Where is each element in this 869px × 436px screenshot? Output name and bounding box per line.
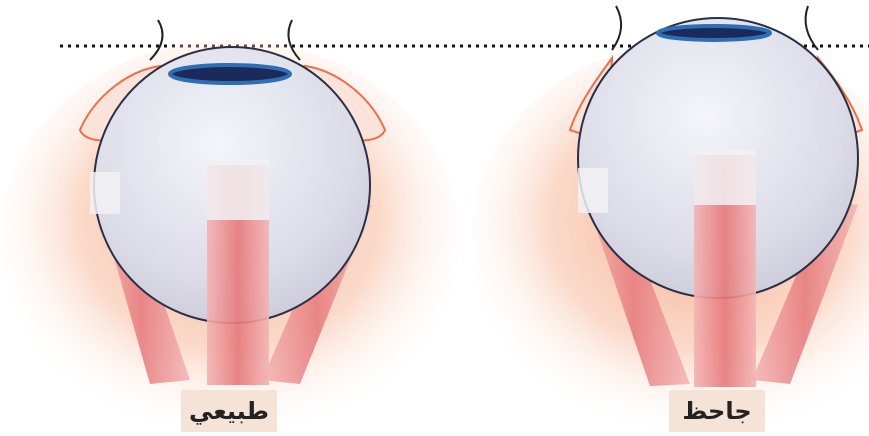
normal-eye-illustration bbox=[0, 20, 460, 436]
iris bbox=[658, 26, 770, 40]
muscle-sheath bbox=[207, 160, 269, 220]
bulging-eye-illustration bbox=[470, 6, 869, 436]
muscle-sheath bbox=[694, 150, 756, 205]
eyelash-right bbox=[806, 6, 818, 50]
muscle-sheath-left bbox=[90, 172, 120, 214]
muscle-sheath-left bbox=[578, 168, 608, 213]
iris bbox=[170, 65, 290, 83]
eyelash-left bbox=[612, 6, 621, 50]
label-normal: طبيعي bbox=[181, 390, 277, 432]
label-bulging: جاحظ bbox=[669, 390, 765, 432]
